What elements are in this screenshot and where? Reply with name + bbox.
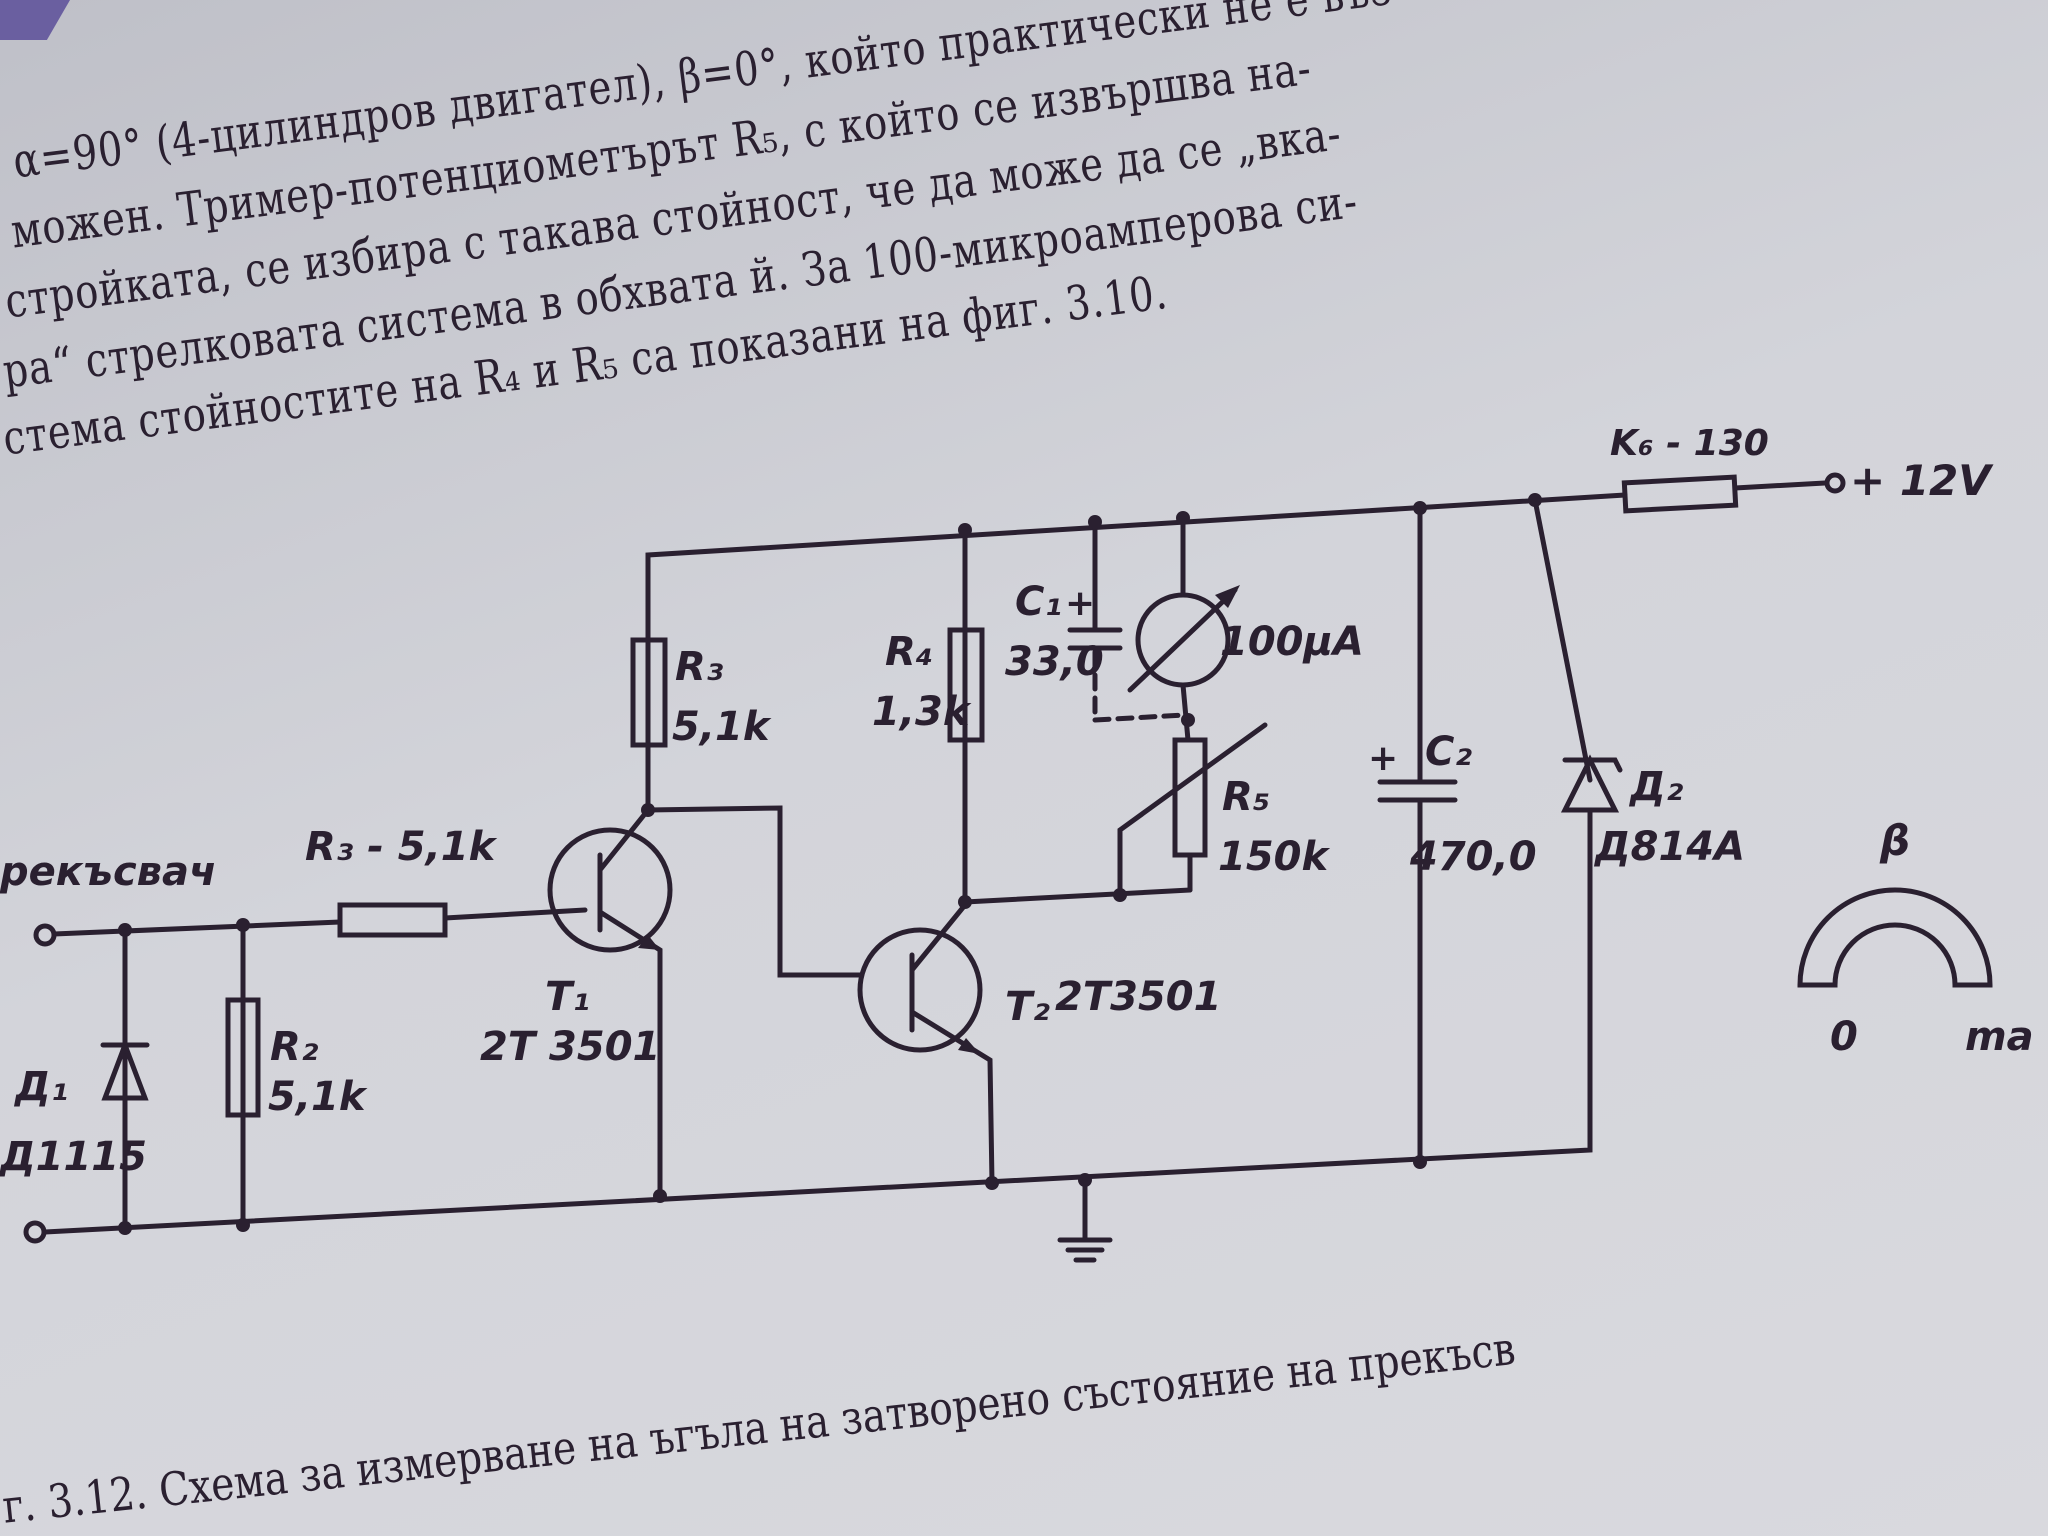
label-t1-name: T₁ (545, 974, 590, 1020)
label-d2-name: Д₂ (1628, 764, 1684, 810)
junction-dots (118, 493, 1542, 1235)
input-wire (51, 919, 343, 937)
angle-gauge (1797, 887, 1993, 988)
transistor-t1 (547, 807, 673, 1199)
label-d1-name: Д₁ (13, 1064, 68, 1110)
label-r3-series: R₃ - 5,1k (305, 824, 498, 870)
label-c1-name: C₁ (1015, 579, 1062, 625)
supply-terminal[interactable] (1824, 472, 1846, 494)
label-c2-polarity: + (1368, 738, 1398, 779)
ground-symbol (1057, 1182, 1113, 1263)
label-c1-value: 33,0 (1005, 639, 1104, 685)
label-r4-name: R₄ (885, 629, 933, 675)
microammeter (1127, 515, 1240, 743)
label-gauge-max: ma (1965, 1014, 2034, 1060)
zener-d2 (1532, 497, 1623, 873)
input-terminal-top[interactable] (33, 923, 57, 947)
label-meter: 100μA (1220, 619, 1364, 665)
input-terminal-bottom[interactable] (23, 1220, 47, 1244)
capacitor-c2 (1377, 505, 1458, 1165)
t2-base-wire (645, 805, 863, 978)
capacitor-c1 (1067, 519, 1188, 723)
label-d1-type: Д1115 (0, 1134, 147, 1180)
label-r2-name: R₂ (270, 1024, 319, 1070)
ground-rail (42, 867, 1593, 1235)
label-r3-name: R₃ (675, 644, 724, 690)
potentiometer-r5 (962, 722, 1268, 905)
label-supply: + 12V (1850, 456, 1994, 505)
label-gauge-beta: β (1879, 816, 1910, 865)
label-d2-type: Д814А (1593, 824, 1745, 870)
label-c2-name: C₂ (1425, 729, 1472, 775)
label-r3-value: 5,1k (672, 704, 772, 750)
label-t2-type: 2T3501 (1055, 974, 1221, 1020)
label-r5-value: 150k (1218, 834, 1330, 880)
resistor-r4 (947, 627, 985, 743)
resistor-r2 (225, 997, 261, 1118)
label-input: рекъсвач (0, 849, 216, 895)
label-k6: K₆ - 130 (1610, 423, 1769, 464)
label-t1-type: 2T 3501 (480, 1024, 660, 1070)
base-wire-t1 (442, 907, 588, 921)
label-r5-name: R₅ (1222, 774, 1270, 820)
label-gauge-min: 0 (1830, 1014, 1858, 1060)
label-c1-polarity: + (1065, 583, 1095, 624)
top-rail (645, 492, 1628, 813)
diode-d1 (100, 927, 150, 1231)
resistor-r3 (630, 637, 668, 748)
label-r2-value: 5,1k (268, 1074, 368, 1120)
label-c2-value: 470,0 (1409, 834, 1537, 880)
supply-wire (1732, 480, 1828, 491)
resistor-r3-series (337, 902, 448, 938)
resistor-k6 (1621, 474, 1739, 514)
transistor-t2 (857, 902, 995, 1186)
label-t2-name: T₂ (1005, 984, 1050, 1030)
label-r4-value: 1,3k (872, 689, 972, 735)
